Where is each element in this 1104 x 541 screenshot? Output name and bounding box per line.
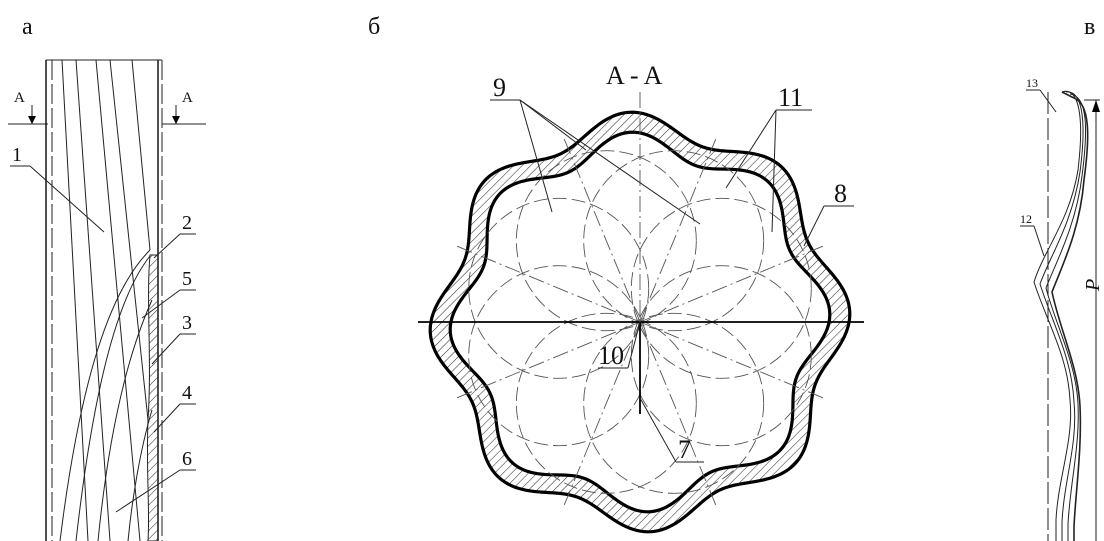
label-1: 1	[12, 144, 22, 166]
label-11: 11	[778, 83, 803, 112]
pitch-label: P	[1082, 279, 1104, 292]
construction-circle	[630, 197, 812, 379]
construction-circle	[515, 150, 697, 332]
label-7: 7	[678, 435, 691, 464]
radial-line	[563, 137, 641, 323]
radial-line	[455, 321, 641, 399]
label-12: 12	[1020, 212, 1032, 226]
construction-circle	[515, 312, 697, 494]
section-line-a-a: A A	[8, 90, 206, 125]
panel-b: б A - A 9 11 8 10	[368, 14, 864, 534]
construction-circles	[468, 150, 812, 494]
panel-a: а A A	[8, 14, 206, 541]
label-10: 10	[598, 341, 624, 370]
label-13: 13	[1026, 76, 1038, 90]
label-6: 6	[182, 448, 192, 470]
panel-b-letter: б	[368, 14, 380, 40]
panel-c: в P 13 12	[1020, 14, 1104, 541]
section-mark-left: A	[14, 90, 25, 106]
radial-line	[563, 321, 641, 507]
radial-line	[455, 245, 641, 323]
label-8: 8	[834, 179, 847, 208]
leaders-b	[490, 99, 854, 463]
label-4: 4	[182, 382, 192, 404]
leader-13-diag	[1039, 89, 1057, 113]
construction-circle	[468, 197, 650, 379]
helical-lines	[59, 60, 153, 541]
radial-line	[639, 245, 825, 323]
radial-line	[639, 321, 717, 507]
construction-circle	[583, 312, 765, 494]
label-9: 9	[493, 73, 506, 102]
construction-circle	[468, 265, 650, 447]
construction-circle	[583, 150, 765, 332]
radial-lines	[455, 137, 825, 507]
section-title: A - A	[606, 61, 663, 90]
panel-a-letter: а	[22, 14, 33, 40]
hatched-wall	[146, 254, 159, 541]
radial-line	[639, 321, 825, 399]
label-5: 5	[182, 268, 192, 290]
section-mark-right: A	[182, 90, 193, 106]
pitch-dimension	[1084, 99, 1100, 541]
leaders-a	[10, 165, 196, 513]
label-2: 2	[182, 212, 192, 234]
panel-c-letter: в	[1084, 14, 1095, 40]
twisted-strip	[1033, 90, 1089, 541]
construction-circle	[630, 265, 812, 447]
leader-12-diag	[1033, 225, 1045, 257]
radial-line	[639, 137, 717, 323]
label-3: 3	[182, 312, 192, 334]
